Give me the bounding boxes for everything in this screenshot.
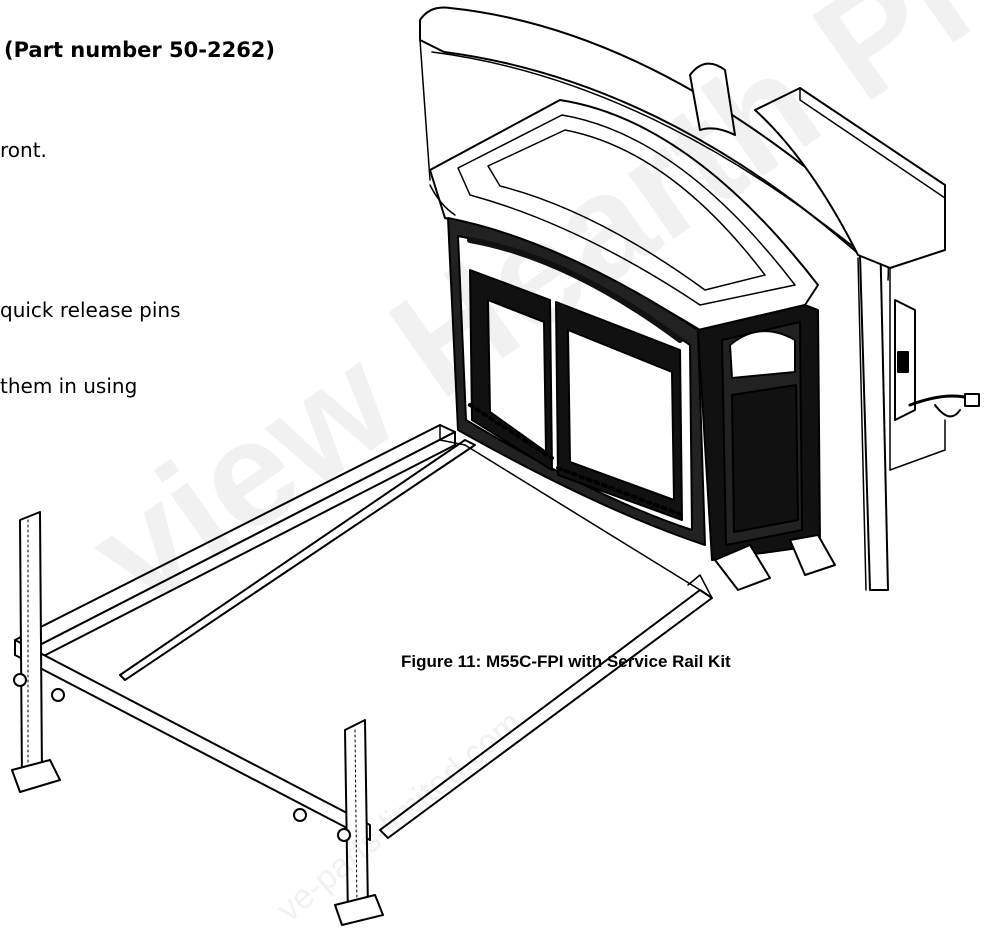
stove-body xyxy=(447,217,706,546)
left-adjustable-leg xyxy=(11,511,65,793)
body-text-line: them in using xyxy=(0,374,138,398)
stove-side-panel xyxy=(697,304,836,591)
section-heading: (Part number 50-2262) xyxy=(4,38,276,62)
body-text-line: quick release pins xyxy=(0,298,181,322)
body-text-line: ront. xyxy=(0,138,47,162)
rear-box xyxy=(754,87,980,471)
service-rail-frame xyxy=(14,424,713,841)
stove-top xyxy=(429,99,819,331)
figure-caption: Figure 11: M55C-FPI with Service Rail Ki… xyxy=(401,652,731,671)
right-adjustable-leg xyxy=(293,719,384,926)
